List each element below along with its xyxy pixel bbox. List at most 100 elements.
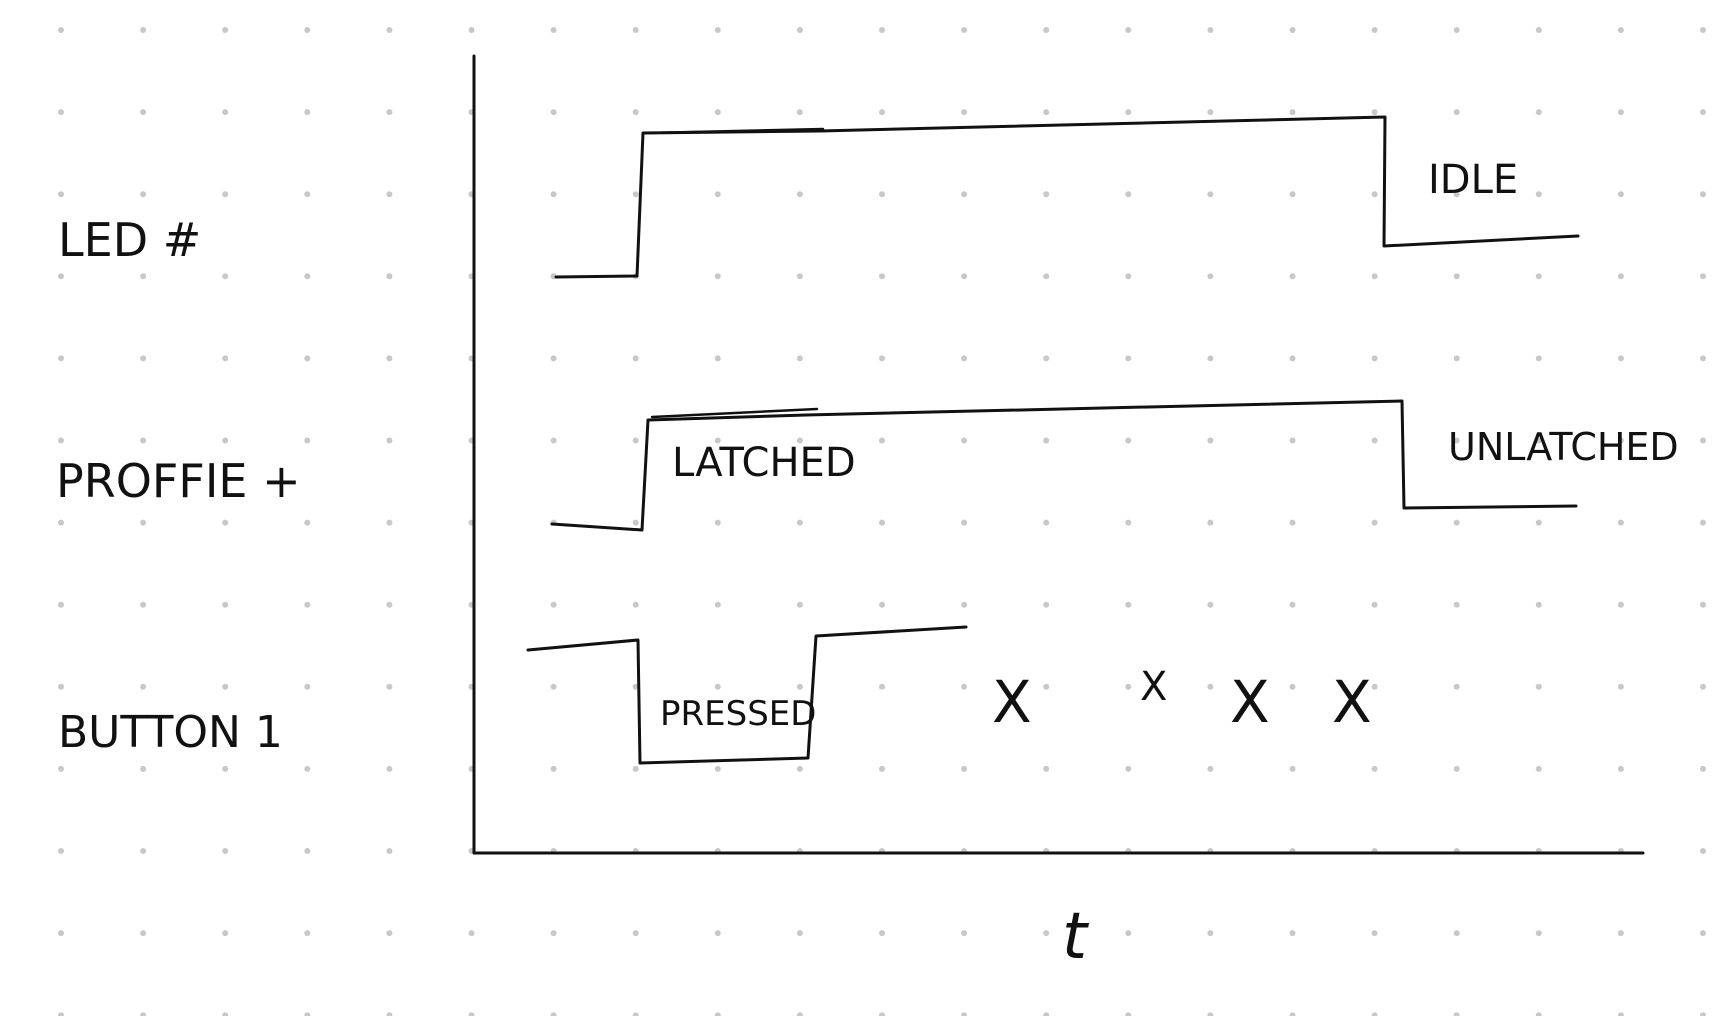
grid-dot xyxy=(1453,109,1460,116)
grid-dot xyxy=(879,109,885,116)
grid-dot xyxy=(386,355,393,362)
grid-dot xyxy=(304,765,311,772)
grid-dot xyxy=(1535,273,1542,280)
grid-dot xyxy=(961,191,968,198)
grid-dot xyxy=(1125,765,1132,772)
grid-dot xyxy=(1371,519,1378,526)
grid-dot xyxy=(1453,765,1460,772)
grid-dot xyxy=(222,930,229,937)
grid-dot xyxy=(1289,355,1296,362)
ignored-press-mark: X xyxy=(992,668,1032,736)
grid-dot xyxy=(714,1012,721,1016)
grid-dot xyxy=(222,601,229,608)
grid-dot xyxy=(1043,27,1050,33)
grid-dot xyxy=(961,355,968,362)
grid-dot xyxy=(1043,1012,1050,1016)
grid-dot xyxy=(386,519,393,526)
ignored-press-marks: X X X X xyxy=(992,664,1372,736)
grid-dot xyxy=(1289,27,1296,33)
grid-dot xyxy=(1289,930,1296,937)
grid-dot xyxy=(714,683,721,690)
grid-dot xyxy=(1453,601,1460,608)
grid-dot xyxy=(386,273,393,280)
grid-dot xyxy=(1700,1012,1706,1016)
grid-dot xyxy=(58,1012,64,1016)
grid-dot xyxy=(1617,519,1624,526)
grid-dot xyxy=(796,437,803,444)
grid-dot xyxy=(1207,273,1214,280)
proffie-waveform-overstroke xyxy=(650,407,819,419)
grid-dot xyxy=(632,601,639,608)
grid-dot xyxy=(304,191,311,198)
grid-dot xyxy=(58,355,64,362)
grid-dot xyxy=(632,765,639,772)
grid-dot xyxy=(879,191,885,198)
grid-dot xyxy=(1453,355,1460,362)
grid-dot xyxy=(1453,191,1460,198)
grid-dot xyxy=(796,355,803,362)
grid-dot xyxy=(1043,683,1050,690)
grid-dot xyxy=(304,109,311,116)
grid-dot xyxy=(1207,765,1214,772)
grid-dot xyxy=(796,109,803,116)
grid-dot xyxy=(386,848,393,854)
grid-dot xyxy=(1535,683,1542,690)
grid-dot xyxy=(58,191,64,198)
grid-dot xyxy=(550,109,557,116)
grid-dot xyxy=(140,355,147,362)
grid-dot xyxy=(632,930,639,937)
grid-dot xyxy=(632,355,639,362)
grid-dot xyxy=(550,601,557,608)
grid-dot xyxy=(1700,355,1706,362)
grid-dot xyxy=(1125,930,1132,937)
ignored-press-mark: X xyxy=(1230,668,1270,736)
grid-dot xyxy=(1617,191,1624,198)
grid-dot xyxy=(1371,437,1378,444)
grid-dot xyxy=(1700,27,1706,33)
grid-dot xyxy=(632,27,639,33)
grid-dot xyxy=(1125,273,1132,280)
grid-dot xyxy=(879,683,885,690)
grid-dot xyxy=(550,191,557,198)
grid-dot xyxy=(1700,683,1706,690)
grid-dot xyxy=(961,273,968,280)
grid-dot xyxy=(1535,930,1542,937)
grid-dot xyxy=(879,273,885,280)
grid-dot xyxy=(222,27,229,33)
grid-dot xyxy=(222,848,229,854)
grid-dot xyxy=(58,437,64,444)
grid-dot xyxy=(1535,27,1542,33)
grid-dot xyxy=(140,1012,147,1016)
grid-dot xyxy=(1371,273,1378,280)
grid-dot xyxy=(1289,683,1296,690)
dot-grid xyxy=(58,27,1706,1016)
grid-dot xyxy=(1125,355,1132,362)
grid-dot xyxy=(714,191,721,198)
grid-dot xyxy=(1125,437,1132,444)
grid-dot xyxy=(1453,683,1460,690)
grid-dot xyxy=(1371,601,1378,608)
grid-dot xyxy=(140,601,147,608)
grid-dot xyxy=(222,109,229,116)
grid-dot xyxy=(961,601,968,608)
led-waveform xyxy=(554,115,1580,279)
grid-dot xyxy=(1289,273,1296,280)
grid-dot xyxy=(1535,191,1542,198)
grid-dot xyxy=(550,930,557,937)
grid-dot xyxy=(1453,27,1460,33)
grid-dot xyxy=(304,355,311,362)
grid-dot xyxy=(1289,191,1296,198)
grid-dot xyxy=(796,930,803,937)
grid-dot xyxy=(632,519,639,526)
grid-dot xyxy=(1371,683,1378,690)
grid-dot xyxy=(58,519,64,526)
grid-dot xyxy=(304,601,311,608)
grid-dot xyxy=(961,765,968,772)
grid-dot xyxy=(140,519,147,526)
grid-dot xyxy=(1371,27,1378,33)
grid-dot xyxy=(304,273,311,280)
grid-dot xyxy=(386,930,393,937)
grid-dot xyxy=(1617,273,1624,280)
